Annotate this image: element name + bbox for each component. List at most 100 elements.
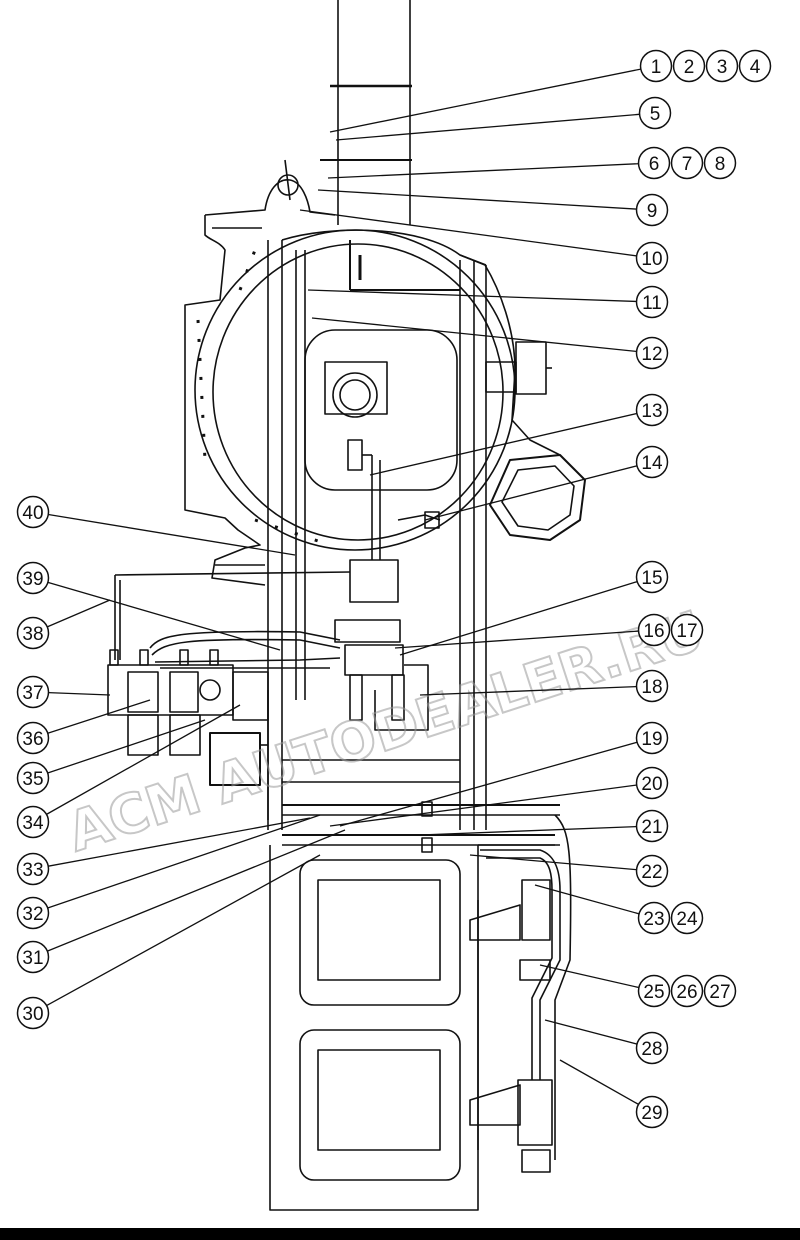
leader-line-16 <box>394 630 639 649</box>
callout-9: 9 <box>635 193 669 227</box>
callout-label: 17 <box>676 621 697 642</box>
callout-circle <box>16 896 50 930</box>
callout-label: 38 <box>22 624 43 645</box>
callout-label: 35 <box>22 769 43 790</box>
callout-circle <box>16 852 50 886</box>
callout-circle <box>16 721 50 755</box>
callout-21: 21 <box>635 809 669 843</box>
callout-label: 33 <box>22 860 43 881</box>
callout-label: 7 <box>682 154 693 175</box>
callout-circle <box>635 560 669 594</box>
callout-25: 25 <box>637 974 671 1008</box>
callout-20: 20 <box>635 766 669 800</box>
callout-label: 25 <box>643 982 664 1003</box>
leader-line-1 <box>329 68 641 133</box>
callout-26: 26 <box>670 974 704 1008</box>
leader-line-25 <box>539 964 640 989</box>
callout-circle <box>635 766 669 800</box>
callout-label: 22 <box>641 862 662 883</box>
callout-circle <box>635 721 669 755</box>
callout-label: 11 <box>642 293 662 314</box>
callout-37: 37 <box>16 675 50 709</box>
callout-circle <box>16 996 50 1030</box>
callout-label: 26 <box>676 982 697 1003</box>
callout-24: 24 <box>670 901 704 935</box>
callout-label: 6 <box>649 154 660 175</box>
callout-22: 22 <box>635 854 669 888</box>
callout-label: 12 <box>641 344 662 365</box>
leader-line-31 <box>47 829 346 952</box>
callout-circle <box>635 809 669 843</box>
callout-label: 14 <box>641 453 663 474</box>
callout-14: 14 <box>635 445 669 479</box>
hose-ring <box>194 229 516 551</box>
callout-circle <box>635 393 669 427</box>
lower-chassis <box>269 844 560 1211</box>
leader-line-6 <box>327 163 639 179</box>
callout-circle <box>635 1031 669 1065</box>
right-hoses <box>469 814 572 1173</box>
callout-label: 32 <box>22 904 43 925</box>
left-bracket <box>184 159 336 586</box>
leader-line-34 <box>46 704 241 815</box>
leader-line-18 <box>419 685 637 696</box>
leader-line-22 <box>469 854 637 871</box>
callout-label: 39 <box>22 569 43 590</box>
callout-39: 39 <box>16 561 50 595</box>
callout-circle <box>637 974 671 1008</box>
leader-line-39 <box>47 581 281 651</box>
callout-label: 36 <box>22 729 43 750</box>
callout-circle <box>635 669 669 703</box>
callout-circle <box>635 285 669 319</box>
leader-line-32 <box>47 814 321 909</box>
callout-label: 18 <box>641 677 662 698</box>
callout-label: 28 <box>641 1039 662 1060</box>
leader-line-9 <box>317 189 637 210</box>
callout-circle <box>705 49 739 83</box>
callout-circle <box>16 616 50 650</box>
bottom-border <box>0 1228 800 1240</box>
leader-line-33 <box>48 817 311 867</box>
leader-line-23 <box>534 884 640 915</box>
callout-circle <box>16 940 50 974</box>
callout-40: 40 <box>16 495 50 529</box>
callout-36: 36 <box>16 721 50 755</box>
right-housing <box>459 254 576 471</box>
callout-label: 27 <box>709 982 730 1003</box>
callout-19: 19 <box>635 721 669 755</box>
callout-29: 29 <box>635 1095 669 1129</box>
callout-label: 16 <box>643 621 664 642</box>
control-valves <box>114 455 441 731</box>
callout-label: 37 <box>22 683 43 704</box>
callout-circle <box>637 901 671 935</box>
leader-line-38 <box>46 599 111 628</box>
callout-label: 13 <box>641 401 662 422</box>
callout-15: 15 <box>635 560 669 594</box>
callout-circle <box>670 146 704 180</box>
leader-line-40 <box>48 513 296 556</box>
callout-13: 13 <box>635 393 669 427</box>
callout-circle <box>16 561 50 595</box>
callout-8: 8 <box>703 146 737 180</box>
callout-circle <box>16 805 50 839</box>
leader-line-12 <box>311 317 637 353</box>
leader-line-15 <box>399 580 638 656</box>
callout-label: 19 <box>641 729 662 750</box>
callout-label: 3 <box>717 57 728 78</box>
leader-line-36 <box>47 699 151 734</box>
callout-label: 1 <box>651 57 662 78</box>
callout-circle <box>635 241 669 275</box>
main-frame <box>267 229 487 830</box>
callout-label: 5 <box>650 104 661 125</box>
callout-6: 6 <box>637 146 671 180</box>
callout-label: 2 <box>684 57 695 78</box>
leader-line-37 <box>48 691 111 696</box>
swing-motor <box>489 454 586 541</box>
leader-line-10 <box>299 209 637 257</box>
leader-line-11 <box>307 289 637 303</box>
callout-circle <box>638 96 672 130</box>
callout-label: 8 <box>715 154 726 175</box>
callout-circle <box>672 49 706 83</box>
callout-label: 40 <box>22 503 43 524</box>
